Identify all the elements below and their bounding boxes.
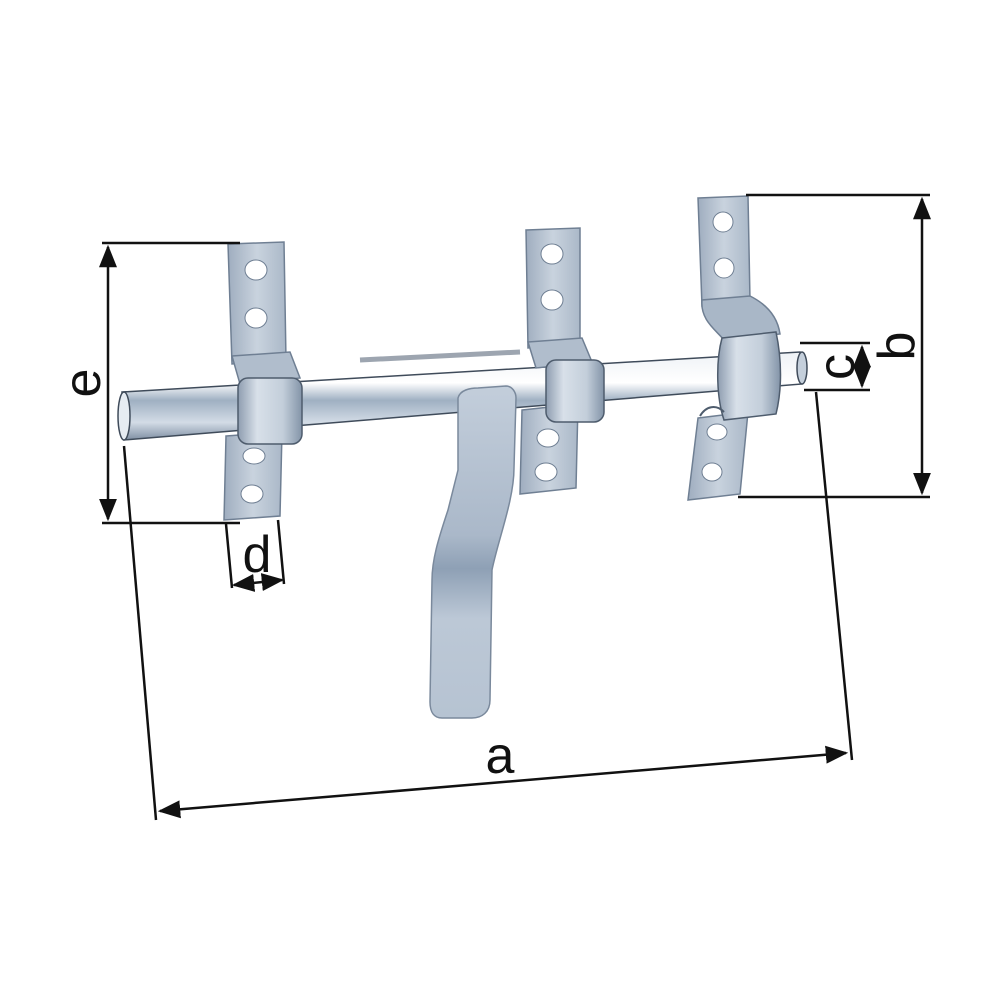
dimension-label-b: b	[868, 332, 926, 361]
bolt-handle	[429, 385, 517, 719]
dimension-label-d: d	[243, 526, 272, 584]
mounting-hole-icon	[244, 259, 268, 281]
bracket-middle	[525, 227, 605, 423]
bolt-assembly	[117, 195, 808, 719]
bracket-middle-clamp	[545, 359, 605, 423]
dimension-c	[800, 341, 871, 392]
bracket-left-lower-plate	[223, 431, 283, 521]
dimension-e	[99, 241, 240, 525]
keeper-right-lower-plate	[687, 411, 749, 501]
dimension-a	[122, 391, 854, 821]
mounting-hole-icon	[712, 211, 734, 233]
mounting-hole-icon	[540, 289, 564, 311]
rod-tip	[796, 351, 808, 385]
mounting-hole-icon	[540, 243, 564, 265]
dimension-label-c: c	[808, 354, 866, 380]
dimension-label-a: a	[486, 727, 515, 785]
bracket-middle-lower-plate	[519, 403, 579, 495]
mounting-hole-icon	[536, 428, 560, 448]
mounting-hole-icon	[240, 484, 264, 504]
dimension-label-e: e	[54, 369, 112, 398]
rod-end-cap	[117, 391, 131, 441]
mounting-hole-icon	[701, 462, 723, 482]
mounting-hole-icon	[242, 447, 266, 465]
dimension-d	[224, 519, 286, 592]
bracket-left-clamp	[237, 377, 303, 445]
mounting-hole-icon	[244, 307, 268, 329]
keeper-right	[697, 195, 782, 421]
dimension-labels: e d b c a	[54, 332, 926, 785]
mounting-hole-icon	[706, 423, 728, 441]
dimension-b	[738, 193, 931, 499]
bracket-left	[227, 241, 303, 445]
mounting-hole-icon	[713, 257, 735, 279]
dimension-lines	[99, 193, 931, 821]
mounting-hole-icon	[534, 462, 558, 482]
